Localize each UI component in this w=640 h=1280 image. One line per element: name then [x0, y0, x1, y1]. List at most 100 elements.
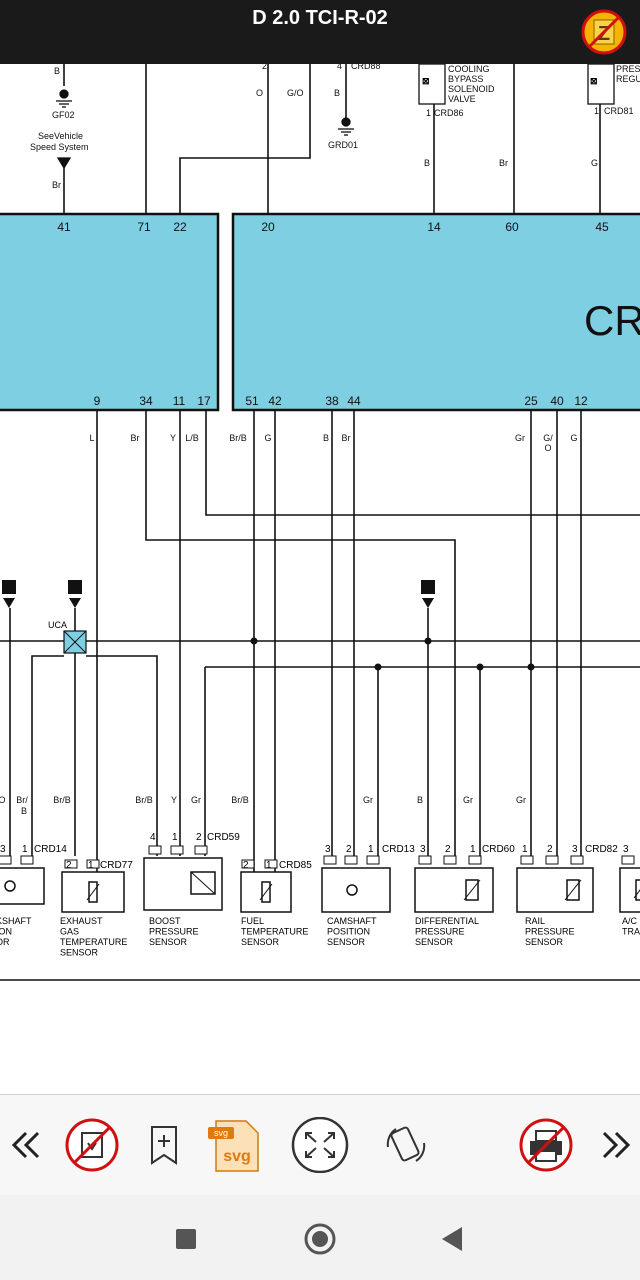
connector-pin-socket [520, 855, 534, 865]
sensor-name-line: TEMPERATURE [60, 937, 127, 947]
sensor-name-line: PRESSURE [525, 927, 575, 937]
wire-color-label: O [0, 795, 6, 805]
sensor-symbol-icon [346, 884, 358, 896]
connector-pin-socket [366, 855, 380, 865]
sensor-name-line: TRA [622, 927, 640, 937]
connector-code: CRD13 [382, 844, 415, 855]
bookmark-add-icon[interactable] [140, 1117, 196, 1173]
sensor-name-line: ION [0, 927, 12, 937]
wire-color-label: Gr [363, 795, 373, 805]
connector-pin-number: 1 [470, 844, 476, 855]
connector-pin-socket [570, 855, 584, 865]
connector-pin-number: 1 [172, 832, 178, 843]
label-speed_system: Speed System [30, 142, 89, 152]
label-b1: B [54, 66, 60, 76]
connector-pin-number: 2 [547, 844, 553, 855]
connector-pin-socket [323, 855, 337, 865]
connector-pin-number: 1 [266, 860, 272, 871]
wire-color-label: Br/B [135, 795, 153, 805]
ecu-right-block[interactable] [231, 212, 640, 412]
sensor-symbol-icon [633, 879, 640, 901]
label-gf02: GF02 [52, 110, 75, 120]
connector-pin-number: 3 [0, 844, 6, 855]
sensor-symbol-icon [564, 879, 582, 901]
label-br2: Br [499, 158, 508, 168]
wire-color-label: Gr [515, 433, 525, 443]
svg-file-tag: svg [214, 1128, 228, 1138]
print-disabled-icon[interactable] [518, 1117, 574, 1173]
label-regu: REGU [616, 74, 640, 84]
recent-apps-icon[interactable] [166, 1219, 206, 1259]
label-crd88: CRD88 [351, 64, 381, 71]
forward-double-chevron-icon[interactable] [596, 1117, 636, 1173]
ecu-pin-bottom: 38 [325, 394, 339, 408]
connector-pin-socket [64, 859, 78, 869]
sensor-body [619, 867, 640, 913]
wire-color-label: B [21, 806, 27, 816]
sensor-symbol-icon [190, 871, 216, 895]
sensor-name-line: SENSOR [149, 937, 188, 947]
connector-code: CRD77 [100, 860, 133, 871]
sensor-name-line: CAMSHAFT [327, 916, 377, 926]
home-icon[interactable] [300, 1219, 340, 1259]
ecu-pin-top: 71 [137, 220, 151, 234]
sensor-connector[interactable]: 31CRD14KSHAFTIONOR [0, 844, 67, 947]
ecu-pin-bottom: 25 [524, 394, 538, 408]
sensor-name-line: SENSOR [415, 937, 454, 947]
back-icon[interactable] [434, 1219, 474, 1259]
label-solenoid: SOLENOID [448, 84, 495, 94]
app-logo-icon[interactable]: Z [580, 8, 628, 56]
connector-pin-socket [418, 855, 432, 865]
wire-color-label: B [323, 433, 329, 443]
wire-color-label: Gr [463, 795, 473, 805]
sensor-body [321, 867, 391, 913]
label-bypass: BYPASS [448, 74, 483, 84]
connector-code: CRD60 [482, 844, 515, 855]
connector-pin-socket [148, 845, 162, 855]
ecu-pin-top: 45 [595, 220, 609, 234]
connector-pin-number: 4 [150, 832, 156, 843]
sensor-symbol-icon [4, 880, 16, 892]
connector-pin-number: 2 [196, 832, 202, 843]
label-br1: Br [52, 180, 61, 190]
connector-pin-socket [344, 855, 358, 865]
connector-pin-socket [468, 855, 482, 865]
connector-pin-socket [443, 855, 457, 865]
connector-pin-socket [86, 859, 100, 869]
connector-pin-number: 3 [572, 844, 578, 855]
connector-pin-number: 2 [243, 860, 249, 871]
ecu-left-block[interactable] [0, 212, 220, 412]
connector-pin-number: 3 [623, 844, 629, 855]
save-disabled-icon[interactable] [64, 1117, 120, 1173]
label-grd01: GRD01 [328, 140, 358, 150]
ecu-pin-bottom: 17 [197, 394, 211, 408]
wire-color-label: Y [170, 433, 176, 443]
label-go: G/O [287, 88, 304, 98]
connector-pin-number: 3 [325, 844, 331, 855]
label-o: O [256, 88, 263, 98]
sensor-name-line: SENSOR [241, 937, 280, 947]
connector-pin-number: 2 [445, 844, 451, 855]
wire-color-label: Br/B [231, 795, 249, 805]
rotate-icon[interactable] [378, 1117, 434, 1173]
sensor-name-line: OR [0, 937, 10, 947]
sensor-name-line: PRESSURE [415, 927, 465, 937]
back-double-chevron-icon[interactable] [6, 1117, 62, 1173]
fullscreen-icon[interactable] [288, 1116, 352, 1174]
label-pin4: 4 [337, 64, 342, 71]
ecu-pin-bottom: 9 [94, 394, 101, 408]
app-header: D 2.0 TCI-R-02 Z [0, 0, 640, 64]
ecu-pin-bottom: 42 [268, 394, 282, 408]
label-valve: VALVE [448, 94, 476, 104]
connector-pin-number: 3 [420, 844, 426, 855]
ecu-pin-top: 60 [505, 220, 519, 234]
